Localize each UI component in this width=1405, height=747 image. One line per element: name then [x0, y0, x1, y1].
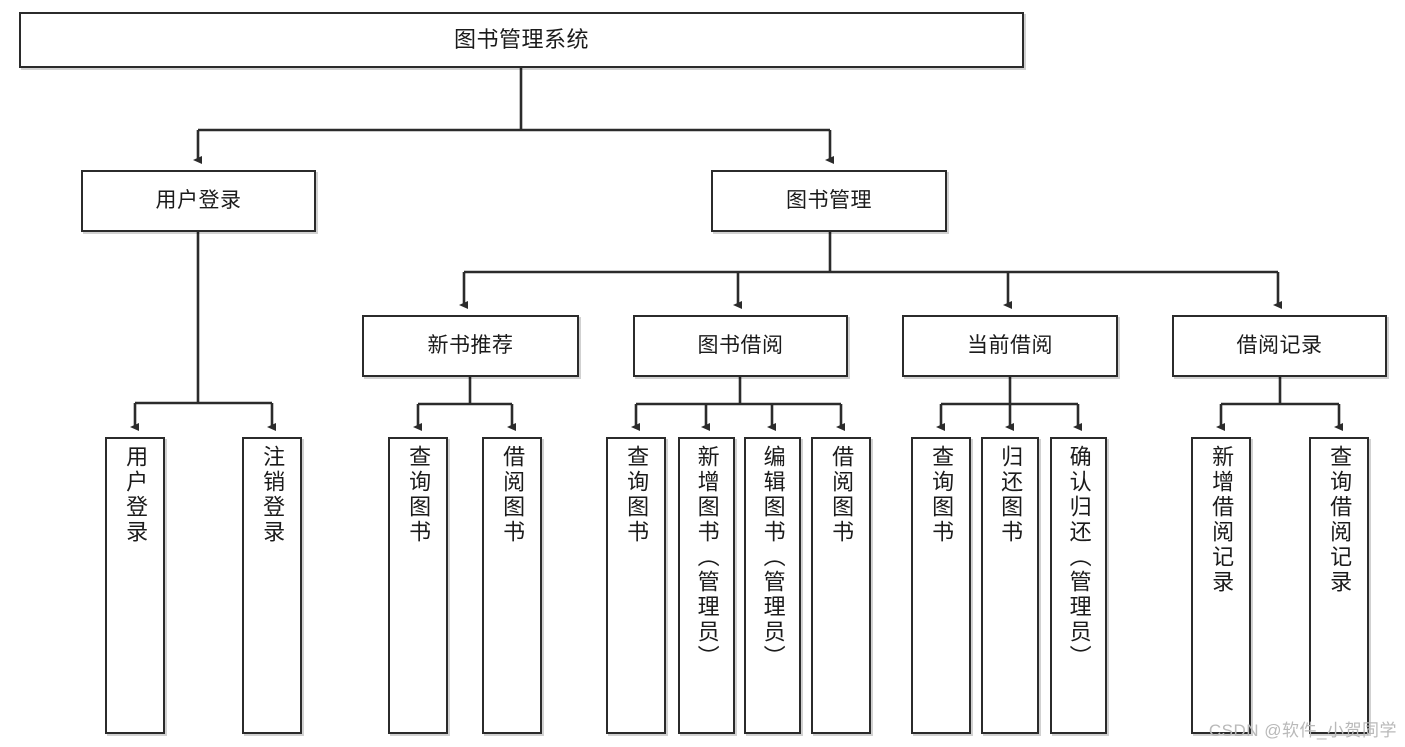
node-label: 借阅图书 [500, 445, 526, 545]
leaf-query-book-current[interactable]: 查询图书 [911, 437, 971, 734]
node-borrowing-records[interactable]: 借阅记录 [1172, 315, 1387, 377]
leaf-add-borrow-record[interactable]: 新增借阅记录 [1191, 437, 1251, 734]
node-book-management[interactable]: 图书管理 [711, 170, 947, 232]
node-current-borrowing[interactable]: 当前借阅 [902, 315, 1118, 377]
node-label: 新增借阅记录 [1209, 445, 1235, 595]
leaf-user-login[interactable]: 用户登录 [105, 437, 165, 734]
leaf-borrow-book-new[interactable]: 借阅图书 [482, 437, 542, 734]
leaf-query-book-new[interactable]: 查询图书 [388, 437, 448, 734]
node-label: 图书管理 [786, 188, 872, 212]
node-label: 图书管理系统 [453, 27, 589, 53]
node-label: 编辑图书（管理员） [760, 445, 786, 670]
node-label: 注销登录 [260, 445, 286, 545]
node-label: 用户登录 [155, 188, 242, 212]
node-label: 查询图书 [406, 445, 432, 545]
node-label: 新增图书（管理员） [694, 445, 720, 670]
leaf-confirm-return-admin[interactable]: 确认归还（管理员） [1050, 437, 1107, 734]
leaf-logout-login[interactable]: 注销登录 [242, 437, 302, 734]
node-label: 查询借阅记录 [1327, 445, 1353, 595]
leaf-edit-book-admin[interactable]: 编辑图书（管理员） [744, 437, 801, 734]
leaf-add-book-admin[interactable]: 新增图书（管理员） [678, 437, 735, 734]
node-label: 图书借阅 [697, 333, 784, 357]
node-book-management-system[interactable]: 图书管理系统 [19, 12, 1024, 68]
leaf-query-borrow-record[interactable]: 查询借阅记录 [1309, 437, 1369, 734]
leaf-borrow-book[interactable]: 借阅图书 [811, 437, 871, 734]
node-book-borrowing[interactable]: 图书借阅 [633, 315, 848, 377]
leaf-query-book-borrow[interactable]: 查询图书 [606, 437, 666, 734]
node-label: 用户登录 [123, 445, 149, 545]
node-user-login[interactable]: 用户登录 [81, 170, 316, 232]
node-label: 新书推荐 [427, 333, 514, 357]
node-label: 当前借阅 [967, 333, 1053, 357]
node-label: 查询图书 [624, 445, 650, 545]
node-label: 借阅图书 [829, 445, 855, 545]
node-label: 确认归还（管理员） [1066, 445, 1092, 670]
node-label: 查询图书 [929, 445, 955, 545]
watermark-text: CSDN @软件_小贺同学 [1208, 721, 1397, 740]
node-new-book-recommendation[interactable]: 新书推荐 [362, 315, 579, 377]
leaf-return-book[interactable]: 归还图书 [981, 437, 1039, 734]
node-label: 借阅记录 [1236, 333, 1323, 357]
node-label: 归还图书 [998, 445, 1024, 545]
